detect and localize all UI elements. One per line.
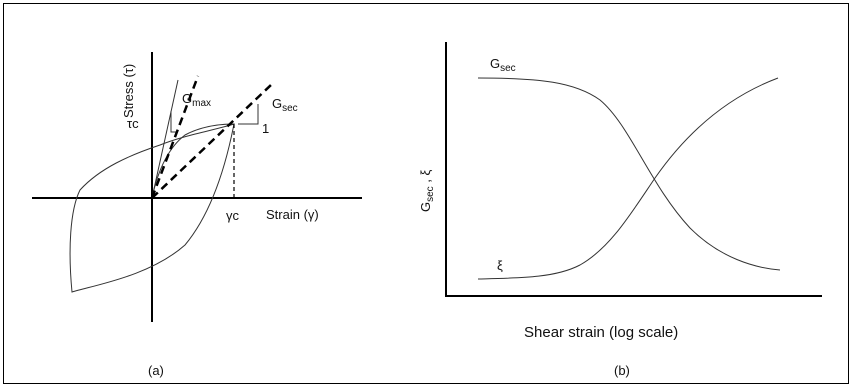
panel-b-gsec-label-sub: sec bbox=[500, 63, 516, 74]
panel-a-caption: (a) bbox=[148, 363, 164, 378]
panel-b-y-axis-sub: sec bbox=[425, 186, 436, 202]
panel-b-y-axis-main: G bbox=[418, 202, 433, 212]
gsec-secant-line bbox=[151, 83, 273, 199]
gmax-label: Gmax bbox=[182, 91, 211, 109]
hysteresis-loop bbox=[69, 123, 235, 293]
gmax-label-sub: max bbox=[192, 98, 211, 109]
gmax-label-main: G bbox=[182, 91, 192, 106]
gsec-label-sub: sec bbox=[282, 103, 298, 114]
gsec-triangle bbox=[238, 104, 259, 125]
gamma-c-label: γc bbox=[226, 208, 240, 223]
backbone-curve bbox=[151, 123, 235, 199]
gmax-tangent bbox=[151, 79, 179, 199]
panel-a: Stress (τ) Strain (γ) τc γc Gmax Gsec 1 … bbox=[32, 52, 362, 378]
gsec-curve bbox=[477, 77, 781, 271]
panel-a-x-axis-label: Strain (γ) bbox=[266, 207, 319, 222]
gsec-label-main: G bbox=[272, 96, 282, 111]
gsec-slope-one: 1 bbox=[262, 121, 269, 136]
panel-b-y-axis-rest: , ξ bbox=[418, 169, 433, 186]
gmax-triangle bbox=[170, 111, 176, 133]
panel-b-gsec-label-main: G bbox=[490, 56, 500, 71]
tau-c-label: τc bbox=[127, 116, 139, 131]
figure-frame bbox=[3, 3, 849, 384]
panel-b-xi-label: ξ bbox=[497, 258, 503, 273]
panel-b-y-axis-label: Gsec , ξ bbox=[418, 169, 436, 212]
gmax-dashed-line bbox=[150, 75, 200, 199]
panel-b-gsec-label: Gsec bbox=[490, 56, 516, 74]
damping-curve bbox=[477, 77, 779, 280]
panel-b-x-axis-label: Shear strain (log scale) bbox=[524, 324, 678, 341]
panel-b: Gsec ξ Gsec , ξ Shear strain (log scale)… bbox=[418, 42, 822, 378]
gsec-label: Gsec bbox=[272, 96, 298, 114]
panel-b-caption: (b) bbox=[614, 363, 630, 378]
panel-a-y-axis-label: Stress (τ) bbox=[121, 64, 136, 118]
